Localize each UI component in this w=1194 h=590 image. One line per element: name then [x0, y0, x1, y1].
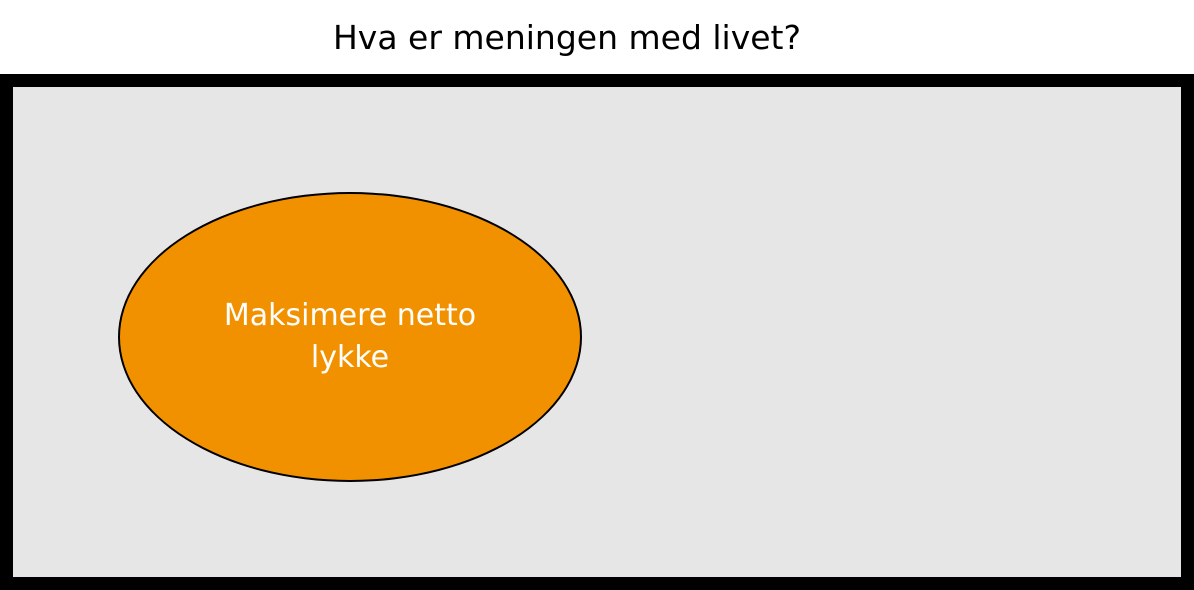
- diagram-frame: Maksimere netto lykke: [0, 74, 1194, 590]
- ellipse-label: Maksimere netto lykke: [223, 298, 477, 375]
- orange-ellipse-node: Maksimere netto lykke: [118, 192, 582, 482]
- page-title: Hva er meningen med livet?: [332, 18, 802, 57]
